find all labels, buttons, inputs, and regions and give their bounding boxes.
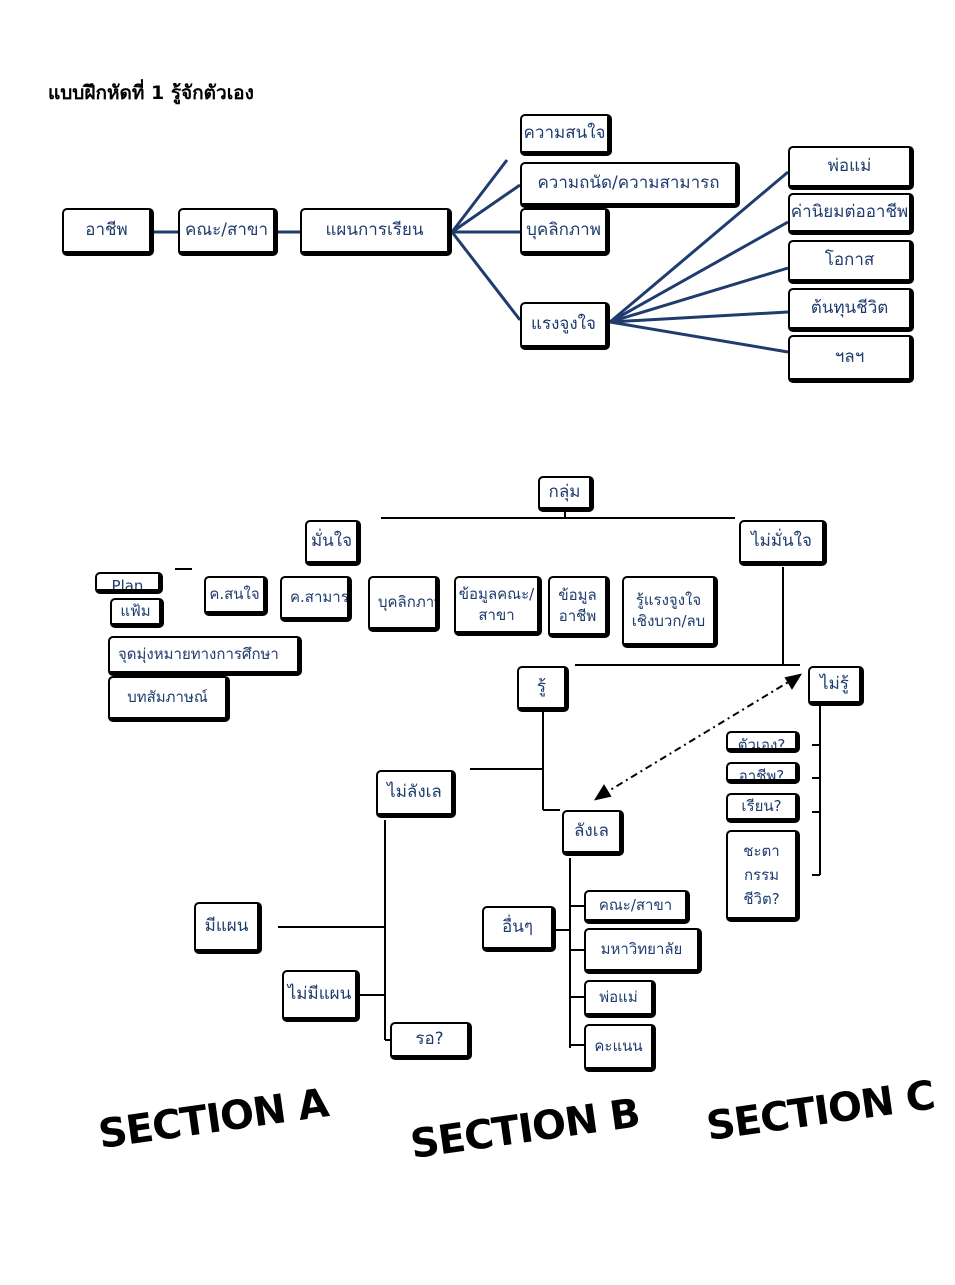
no-plan-box: ไม่มีแผน [282, 970, 360, 1022]
hesitant-university: มหาวิทยาลัย [584, 928, 702, 974]
unknown-study: เรียน? [726, 793, 800, 823]
hesitant-faculty: คณะ/สาขา [584, 890, 690, 924]
motivation-parents: พ่อแม่ [788, 146, 914, 190]
item-motivation: รู้แรงจูงใจ เชิงบวก/ลบ [622, 576, 718, 648]
exercise-title: แบบฝึกหัดที่ 1 รู้จักตัวเอง [48, 82, 254, 104]
dont-know-box: ไม่รู้ [808, 666, 864, 706]
stack-portfolio: แฟ้ม [110, 598, 164, 628]
confident-box: มั่นใจ [305, 520, 361, 566]
item-career-info: ข้อมูล อาชีพ [548, 576, 610, 638]
group-box: กลุ่ม [538, 476, 594, 512]
item-ability: ค.สามารถ [280, 576, 352, 622]
not-confident-box: ไม่มั่นใจ [739, 520, 827, 566]
hesitant-parents: พ่อแม่ [584, 980, 656, 1018]
item-faculty-info: ข้อมูลคณะ/ สาขา [454, 576, 542, 636]
stack-interview: บทสัมภาษณ์ [108, 676, 230, 722]
item-interest: ค.สนใจ [204, 576, 268, 616]
hesitant-score: คะแนน [584, 1024, 656, 1072]
hesitant-box: ลังเล [562, 810, 624, 856]
chain-box-career: อาชีพ [62, 208, 154, 256]
stack-plan: Plan [95, 572, 163, 594]
chain-box-faculty: คณะ/สาขา [178, 208, 278, 256]
others-box: อื่นๆ [482, 906, 556, 952]
factor-motivation: แรงจูงใจ [520, 302, 610, 350]
chain-box-study-plan: แผนการเรียน [300, 208, 452, 256]
factor-interest: ความสนใจ [520, 114, 612, 156]
know-box: รู้ [517, 666, 569, 712]
factor-aptitude: ความถนัด/ความสามารถ [520, 162, 740, 208]
stack-education-goal: จุดมุ่งหมายทางการศึกษา [108, 636, 302, 676]
wait-box: รอ? [390, 1022, 472, 1060]
motivation-life-capital: ต้นทุนชีวิต [788, 288, 914, 332]
has-plan-box: มีแผน [194, 902, 262, 954]
unknown-self: ตัวเอง? [726, 731, 800, 753]
motivation-opportunity: โอกาส [788, 240, 914, 284]
unknown-destiny: ชะตา กรรม ชีวิต? [726, 830, 800, 922]
not-hesitant-box: ไม่ลังเล [376, 770, 456, 818]
factor-personality: บุคลิกภาพ [520, 208, 610, 256]
motivation-etc: ฯลฯ [788, 335, 914, 383]
unknown-career: อาชีพ? [726, 762, 800, 784]
item-personality: บุคลิกภาพ [368, 576, 440, 632]
motivation-values: ค่านิยมต่ออาชีพ [788, 193, 914, 235]
